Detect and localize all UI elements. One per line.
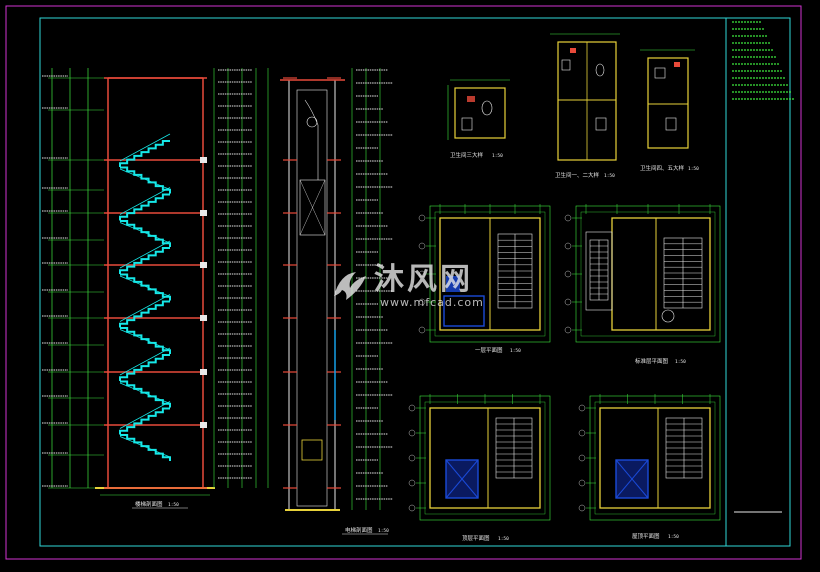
watermark-url-text: www.mfcad.com bbox=[380, 295, 484, 309]
core-plan-2-title: 标准层平面图 bbox=[635, 357, 669, 365]
watermark-brand-text: 沐风网 bbox=[374, 261, 473, 297]
core-plan-1: 一层平面图 1:50 bbox=[418, 204, 551, 354]
stair-section-drawing: 楼梯剖面图 1:50 bbox=[42, 68, 269, 509]
stair-flights bbox=[119, 133, 171, 461]
elevator-section-scale: 1:50 bbox=[378, 528, 389, 534]
stair-section-title: 楼梯剖面图 bbox=[135, 500, 163, 508]
toilet-detail-middle: 卫生间一、二大样 1:50 bbox=[550, 33, 620, 179]
stair-right-dimensions bbox=[213, 68, 269, 488]
core-plan-2: 标准层平面图 1:50 bbox=[564, 204, 721, 365]
core-plan-4-title: 屋顶平面图 bbox=[632, 532, 660, 540]
stair-flight bbox=[119, 193, 170, 221]
svg-text:1:50: 1:50 bbox=[675, 359, 686, 365]
stair-floor-slabs bbox=[104, 77, 207, 489]
stair-flight bbox=[120, 166, 171, 194]
stair-flight bbox=[119, 140, 170, 167]
stair-flight bbox=[120, 434, 171, 461]
svg-text:1:50: 1:50 bbox=[498, 536, 509, 542]
svg-text:1:50: 1:50 bbox=[510, 348, 521, 354]
toilet-detail-left: 卫生间三大样 1:50 bbox=[447, 79, 510, 159]
toilet-detail-right-title: 卫生间四、五大样 bbox=[640, 164, 685, 172]
watermark: 沐风网 www.mfcad.com bbox=[330, 262, 490, 310]
stair-flight bbox=[119, 407, 170, 435]
svg-text:1:50: 1:50 bbox=[604, 173, 615, 179]
stair-flight bbox=[120, 380, 171, 408]
svg-text:1:50: 1:50 bbox=[688, 166, 699, 172]
stair-flight bbox=[120, 273, 171, 301]
stair-flight bbox=[120, 220, 171, 247]
stair-flight bbox=[119, 354, 170, 381]
elevator-floor-levels bbox=[283, 77, 341, 489]
outer-frame bbox=[5, 5, 802, 560]
stair-flight bbox=[120, 327, 171, 354]
stair-flight bbox=[119, 247, 170, 274]
svg-text:1:50: 1:50 bbox=[492, 153, 503, 159]
mfcad-logo-icon bbox=[334, 272, 366, 300]
stair-flight bbox=[119, 300, 170, 328]
core-plan-4: 屋顶平面图 1:50 bbox=[578, 394, 721, 540]
svg-text:1:50: 1:50 bbox=[668, 534, 679, 540]
core-plan-3: 顶层平面图 1:50 bbox=[408, 394, 551, 542]
design-notes-block bbox=[732, 21, 795, 100]
core-plan-3-title: 顶层平面图 bbox=[462, 534, 490, 542]
elevator-section-title: 电梯剖面图 bbox=[345, 526, 373, 534]
stair-section-scale: 1:50 bbox=[168, 502, 179, 508]
border-frame bbox=[39, 17, 791, 547]
toilet-detail-left-title: 卫生间三大样 bbox=[450, 151, 484, 159]
stair-dimension-lines bbox=[42, 68, 210, 496]
toilet-detail-right: 卫生间四、五大样 1:50 bbox=[640, 49, 699, 172]
core-plan-1-title: 一层平面图 bbox=[475, 346, 503, 354]
toilet-detail-middle-title: 卫生间一、二大样 bbox=[555, 171, 600, 179]
